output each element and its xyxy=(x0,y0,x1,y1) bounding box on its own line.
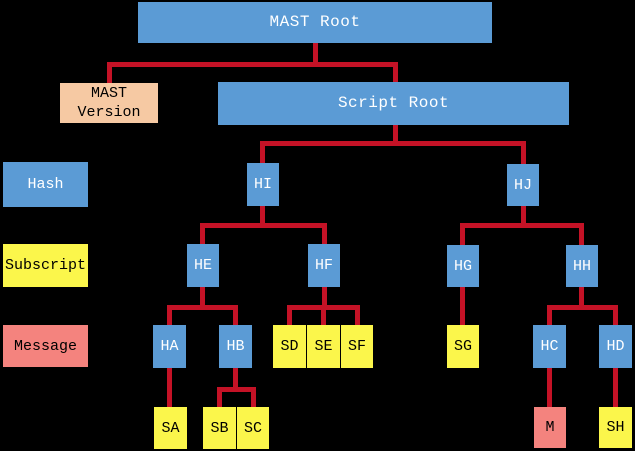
connector-segment xyxy=(107,62,398,67)
connector-segment xyxy=(167,305,238,310)
connector-segment xyxy=(547,305,618,310)
node-sf: SF xyxy=(341,325,373,368)
connector-segment xyxy=(107,62,112,83)
connector-segment xyxy=(547,305,552,325)
node-hd: HD xyxy=(599,325,632,368)
connector-segment xyxy=(613,305,618,325)
node-ha: HA xyxy=(153,325,186,368)
connector-segment xyxy=(233,305,238,325)
connector-segment xyxy=(167,368,172,407)
connector-segment xyxy=(321,305,326,325)
connector-segment xyxy=(200,223,327,228)
connector-segment xyxy=(217,387,256,392)
node-sd: SD xyxy=(273,325,306,368)
connector-segment xyxy=(251,387,256,407)
connector-segment xyxy=(613,368,618,407)
connector-segment xyxy=(460,223,465,245)
node-hg: HG xyxy=(447,245,479,287)
node-legend-subscript: Subscript xyxy=(3,244,88,287)
node-hc: HC xyxy=(533,325,566,368)
connector-segment xyxy=(521,206,526,223)
node-mast-root: MAST Root xyxy=(138,2,492,43)
node-hj: HJ xyxy=(507,164,539,206)
node-legend-hash: Hash xyxy=(3,162,88,207)
connector-segment xyxy=(313,43,318,62)
connector-segment xyxy=(217,387,222,407)
connector-segment xyxy=(393,125,398,141)
node-mast-version: MAST Version xyxy=(60,83,158,123)
connector-segment xyxy=(547,368,552,407)
node-he: HE xyxy=(187,244,219,287)
connector-segment xyxy=(355,305,360,325)
connector-segment xyxy=(521,141,526,164)
connector-segment xyxy=(233,368,238,387)
node-hf: HF xyxy=(308,244,340,287)
node-legend-message: Message xyxy=(3,325,88,367)
connector-segment xyxy=(260,141,526,146)
connector-segment xyxy=(200,287,205,305)
connector-segment xyxy=(579,223,584,245)
node-sh: SH xyxy=(599,407,632,448)
connector-segment xyxy=(200,223,205,244)
connector-segment xyxy=(393,62,398,82)
connector-segment xyxy=(460,223,584,228)
connector-segment xyxy=(260,206,265,223)
connector-segment xyxy=(322,287,327,305)
node-sg: SG xyxy=(447,325,479,368)
node-se: SE xyxy=(307,325,340,368)
connector-segment xyxy=(460,287,465,325)
node-sa: SA xyxy=(154,407,187,449)
node-hh: HH xyxy=(566,245,598,287)
node-hi: HI xyxy=(247,163,279,206)
node-sc: SC xyxy=(237,407,269,449)
node-sb: SB xyxy=(203,407,236,449)
node-script-root: Script Root xyxy=(218,82,569,125)
node-m: M xyxy=(534,407,566,448)
node-hb: HB xyxy=(219,325,252,368)
connector-segment xyxy=(167,305,172,325)
connector-segment xyxy=(579,287,584,305)
connector-segment xyxy=(322,223,327,244)
connector-segment xyxy=(287,305,292,325)
connector-segment xyxy=(260,141,265,163)
